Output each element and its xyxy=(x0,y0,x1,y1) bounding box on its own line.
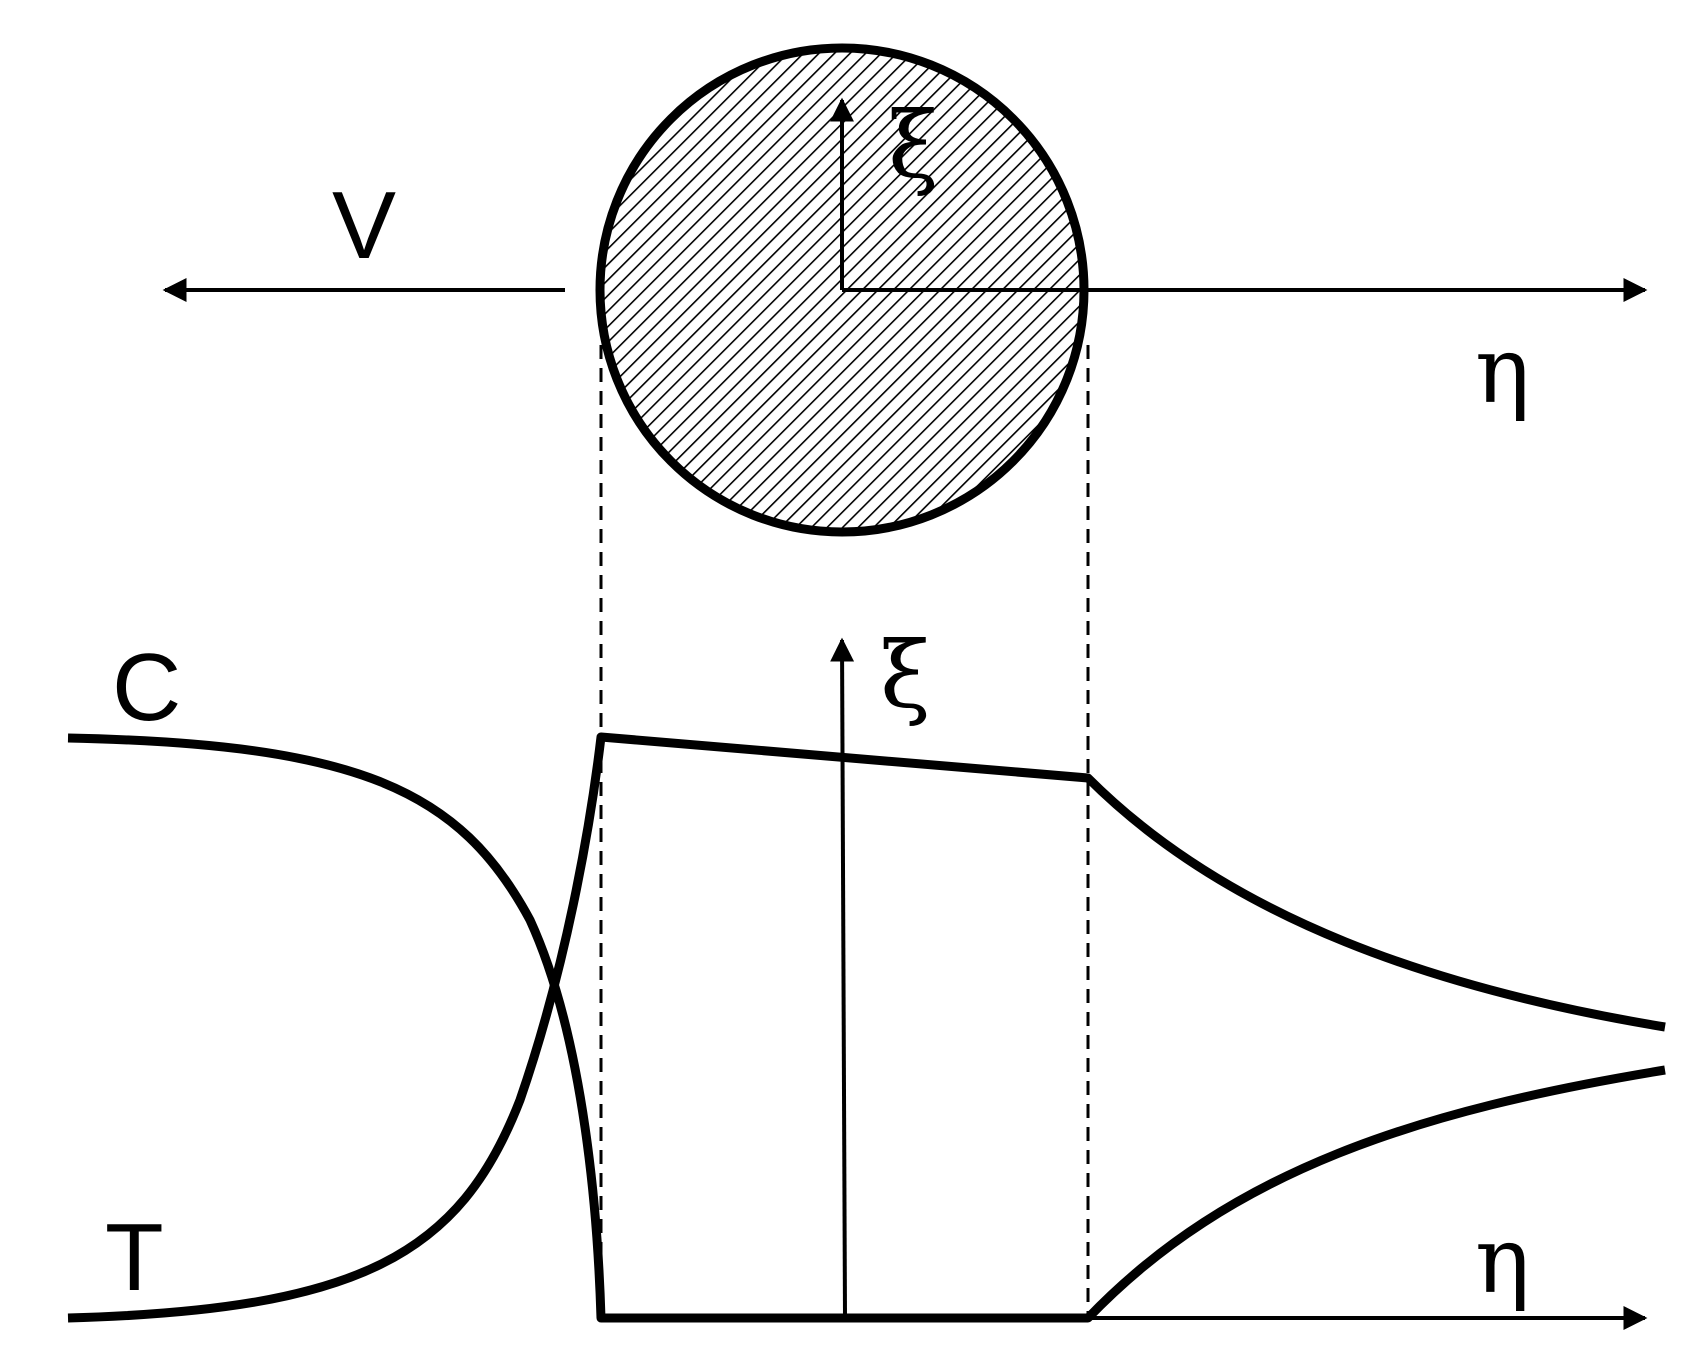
top-xi-label: ξ xyxy=(888,92,939,199)
curve-c xyxy=(67,732,1666,1323)
velocity-label: V xyxy=(332,172,397,279)
curve-t xyxy=(67,733,1666,1323)
curve-c-label: C xyxy=(112,634,182,741)
curve-t-label: T xyxy=(105,1204,164,1311)
bottom-xi-axis xyxy=(830,637,855,1319)
bottom-xi-label: ξ xyxy=(880,622,931,729)
top-eta-label: η xyxy=(1475,317,1531,424)
bottom-eta-label: η xyxy=(1475,1207,1531,1314)
